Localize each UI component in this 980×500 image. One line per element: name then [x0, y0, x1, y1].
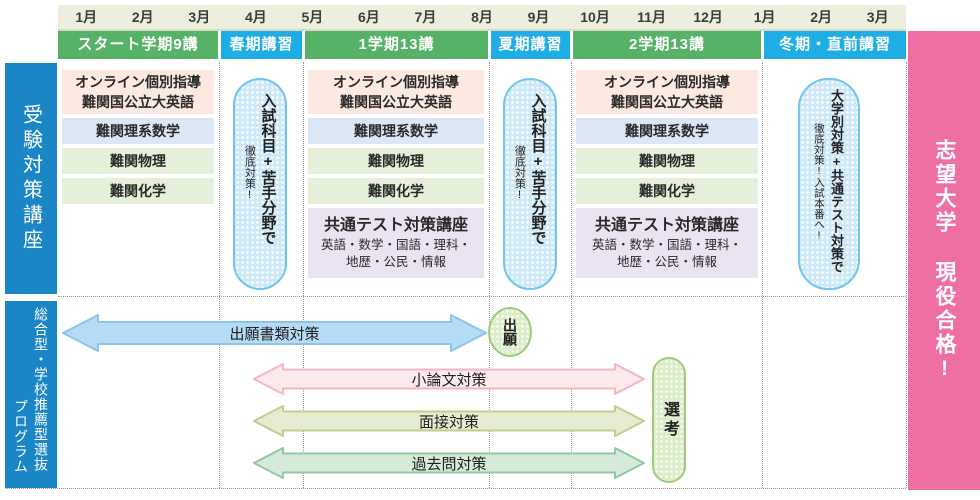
term-header-start: スタート学期9講 — [58, 31, 218, 59]
selection-badge: 選考 — [652, 357, 686, 483]
term-header-spring: 春期講習 — [221, 31, 302, 59]
term-header-term2: 2学期13講 — [573, 31, 761, 59]
month-label: 8月 — [471, 9, 493, 25]
goal-text: 志望大学 現役合格! — [933, 138, 956, 383]
documents-arrow-label: 出願書類対策 — [229, 325, 320, 343]
month-label: 2月 — [810, 9, 833, 25]
course-box-chemistry: 難関化学 — [308, 178, 484, 204]
double-arrow-icon — [253, 363, 645, 395]
sidebar-program-main-label: 総合型・学校推薦型選抜 — [33, 307, 49, 472]
column-divider — [303, 62, 304, 488]
course-online-title: オンライン個別指導 — [75, 74, 201, 90]
month-label: 3月 — [188, 9, 211, 25]
capsule-spring-intensive: 入試科目+苦手分野で 徹底対策! — [233, 78, 287, 290]
essay-arrow: 小論文対策 — [253, 362, 645, 396]
course-box-chemistry: 難関化学 — [576, 178, 758, 204]
month-label: 10月 — [580, 9, 610, 25]
month-strip: 1月 2月 3月 4月 5月 6月 7月 8月 9月 10月 11月 12月 1… — [58, 5, 906, 31]
sidebar-recommendation-program: 総合型・学校推薦型選抜 プログラム — [5, 301, 57, 488]
course-box-online-english: オンライン個別指導 難関国公立大英語 — [308, 70, 484, 114]
kyotsu-title: 共通テスト対策講座 — [594, 217, 739, 234]
month-label: 3月 — [866, 9, 889, 25]
double-arrow-icon — [253, 447, 645, 479]
course-box-physics: 難関物理 — [308, 148, 484, 174]
capsule-summer-sub: 徹底対策! — [513, 145, 526, 201]
goal-column: 志望大学 現役合格! — [908, 31, 980, 490]
past-exams-arrow: 過去問対策 — [253, 446, 645, 480]
course-box-math: 難関理系数学 — [308, 118, 484, 144]
course-online-sub: 難関国公立大英語 — [611, 94, 723, 110]
capsule-spring-main: 入試科目+苦手分野で — [259, 93, 277, 245]
course-online-title: オンライン個別指導 — [604, 74, 730, 90]
bottom-border — [5, 488, 906, 489]
month-label: 5月 — [301, 9, 324, 25]
term-header-winter: 冬期・直前講習 — [764, 31, 906, 59]
course-online-sub: 難関国公立大英語 — [82, 94, 194, 110]
course-box-chemistry: 難関化学 — [62, 178, 214, 204]
course-chemistry-label: 難関化学 — [368, 183, 424, 199]
kyotsu-subjects-1: 英語・数学・国語・理科・ — [591, 238, 742, 252]
kyotsu-subjects-1: 英語・数学・国語・理科・ — [320, 238, 471, 252]
course-physics-label: 難関物理 — [639, 153, 695, 169]
term-header-summer: 夏期講習 — [491, 31, 570, 59]
selection-label: 選考 — [661, 401, 678, 439]
capsule-spring-sub: 徹底対策! — [243, 145, 256, 201]
kyotsu-subjects-2: 地歴・公民・情報 — [345, 255, 446, 269]
month-label: 11月 — [637, 9, 666, 25]
double-arrow-icon — [253, 405, 645, 437]
month-label: 6月 — [358, 9, 380, 25]
column-divider — [219, 62, 220, 488]
column-divider — [571, 62, 572, 488]
sidebar-exam-course: 受験対策講座 — [5, 63, 57, 294]
kyotsu-title: 共通テスト対策講座 — [323, 217, 468, 234]
course-math-label: 難関理系数学 — [96, 123, 180, 139]
capsule-final-main: 大学別対策+共通テスト対策で — [829, 89, 844, 273]
kyotsu-subjects-2: 地歴・公民・情報 — [616, 255, 717, 269]
course-math-label: 難関理系数学 — [354, 123, 438, 139]
course-math-label: 難関理系数学 — [625, 123, 709, 139]
capsule-summer-main: 入試科目+苦手分野で — [529, 93, 547, 245]
past-exams-arrow-label: 過去問対策 — [411, 455, 487, 473]
column-divider — [762, 62, 763, 488]
course-box-kyotsu-test: 共通テスト対策講座 英語・数学・国語・理科・ 地歴・公民・情報 — [576, 208, 758, 278]
interview-arrow: 面接対策 — [253, 404, 645, 438]
course-box-online-english: オンライン個別指導 難関国公立大英語 — [576, 70, 758, 114]
month-label: 4月 — [244, 9, 267, 25]
month-label: 9月 — [527, 9, 550, 25]
course-physics-label: 難関物理 — [368, 153, 424, 169]
capsule-final-sub: 徹底対策!入試本番へ! — [813, 123, 825, 242]
capsule-summer-intensive: 入試科目+苦手分野で 徹底対策! — [503, 78, 557, 290]
course-physics-label: 難関物理 — [110, 153, 166, 169]
documents-arrow: 出願書類対策 — [62, 313, 487, 353]
course-box-math: 難関理系数学 — [576, 118, 758, 144]
month-label: 7月 — [414, 9, 437, 25]
month-label: 2月 — [131, 9, 154, 25]
double-arrow-icon — [62, 314, 487, 352]
column-divider — [489, 62, 490, 488]
sidebar-exam-course-label: 受験対策講座 — [19, 103, 42, 254]
course-box-physics: 難関物理 — [62, 148, 214, 174]
course-box-math: 難関理系数学 — [62, 118, 214, 144]
section-divider — [58, 296, 906, 297]
capsule-final-intensive: 大学別対策+共通テスト対策で 徹底対策!入試本番へ! — [798, 78, 860, 290]
application-badge: 出願 — [488, 307, 532, 357]
column-divider — [906, 62, 907, 488]
course-chemistry-label: 難関化学 — [639, 183, 695, 199]
term-header-term1: 1学期13講 — [305, 31, 488, 59]
course-chemistry-label: 難関化学 — [110, 183, 166, 199]
essay-arrow-label: 小論文対策 — [411, 371, 487, 389]
month-label: 1月 — [753, 9, 776, 25]
month-label: 12月 — [693, 9, 723, 25]
course-box-kyotsu-test: 共通テスト対策講座 英語・数学・国語・理科・ 地歴・公民・情報 — [308, 208, 484, 278]
application-label: 出願 — [502, 318, 518, 346]
interview-arrow-label: 面接対策 — [418, 413, 479, 431]
sidebar-program-sub-label: プログラム — [13, 399, 29, 474]
course-online-sub: 難関国公立大英語 — [340, 94, 452, 110]
month-label: 1月 — [75, 9, 98, 25]
course-box-physics: 難関物理 — [576, 148, 758, 174]
course-box-online-english: オンライン個別指導 難関国公立大英語 — [62, 70, 214, 114]
course-online-title: オンライン個別指導 — [333, 74, 459, 90]
